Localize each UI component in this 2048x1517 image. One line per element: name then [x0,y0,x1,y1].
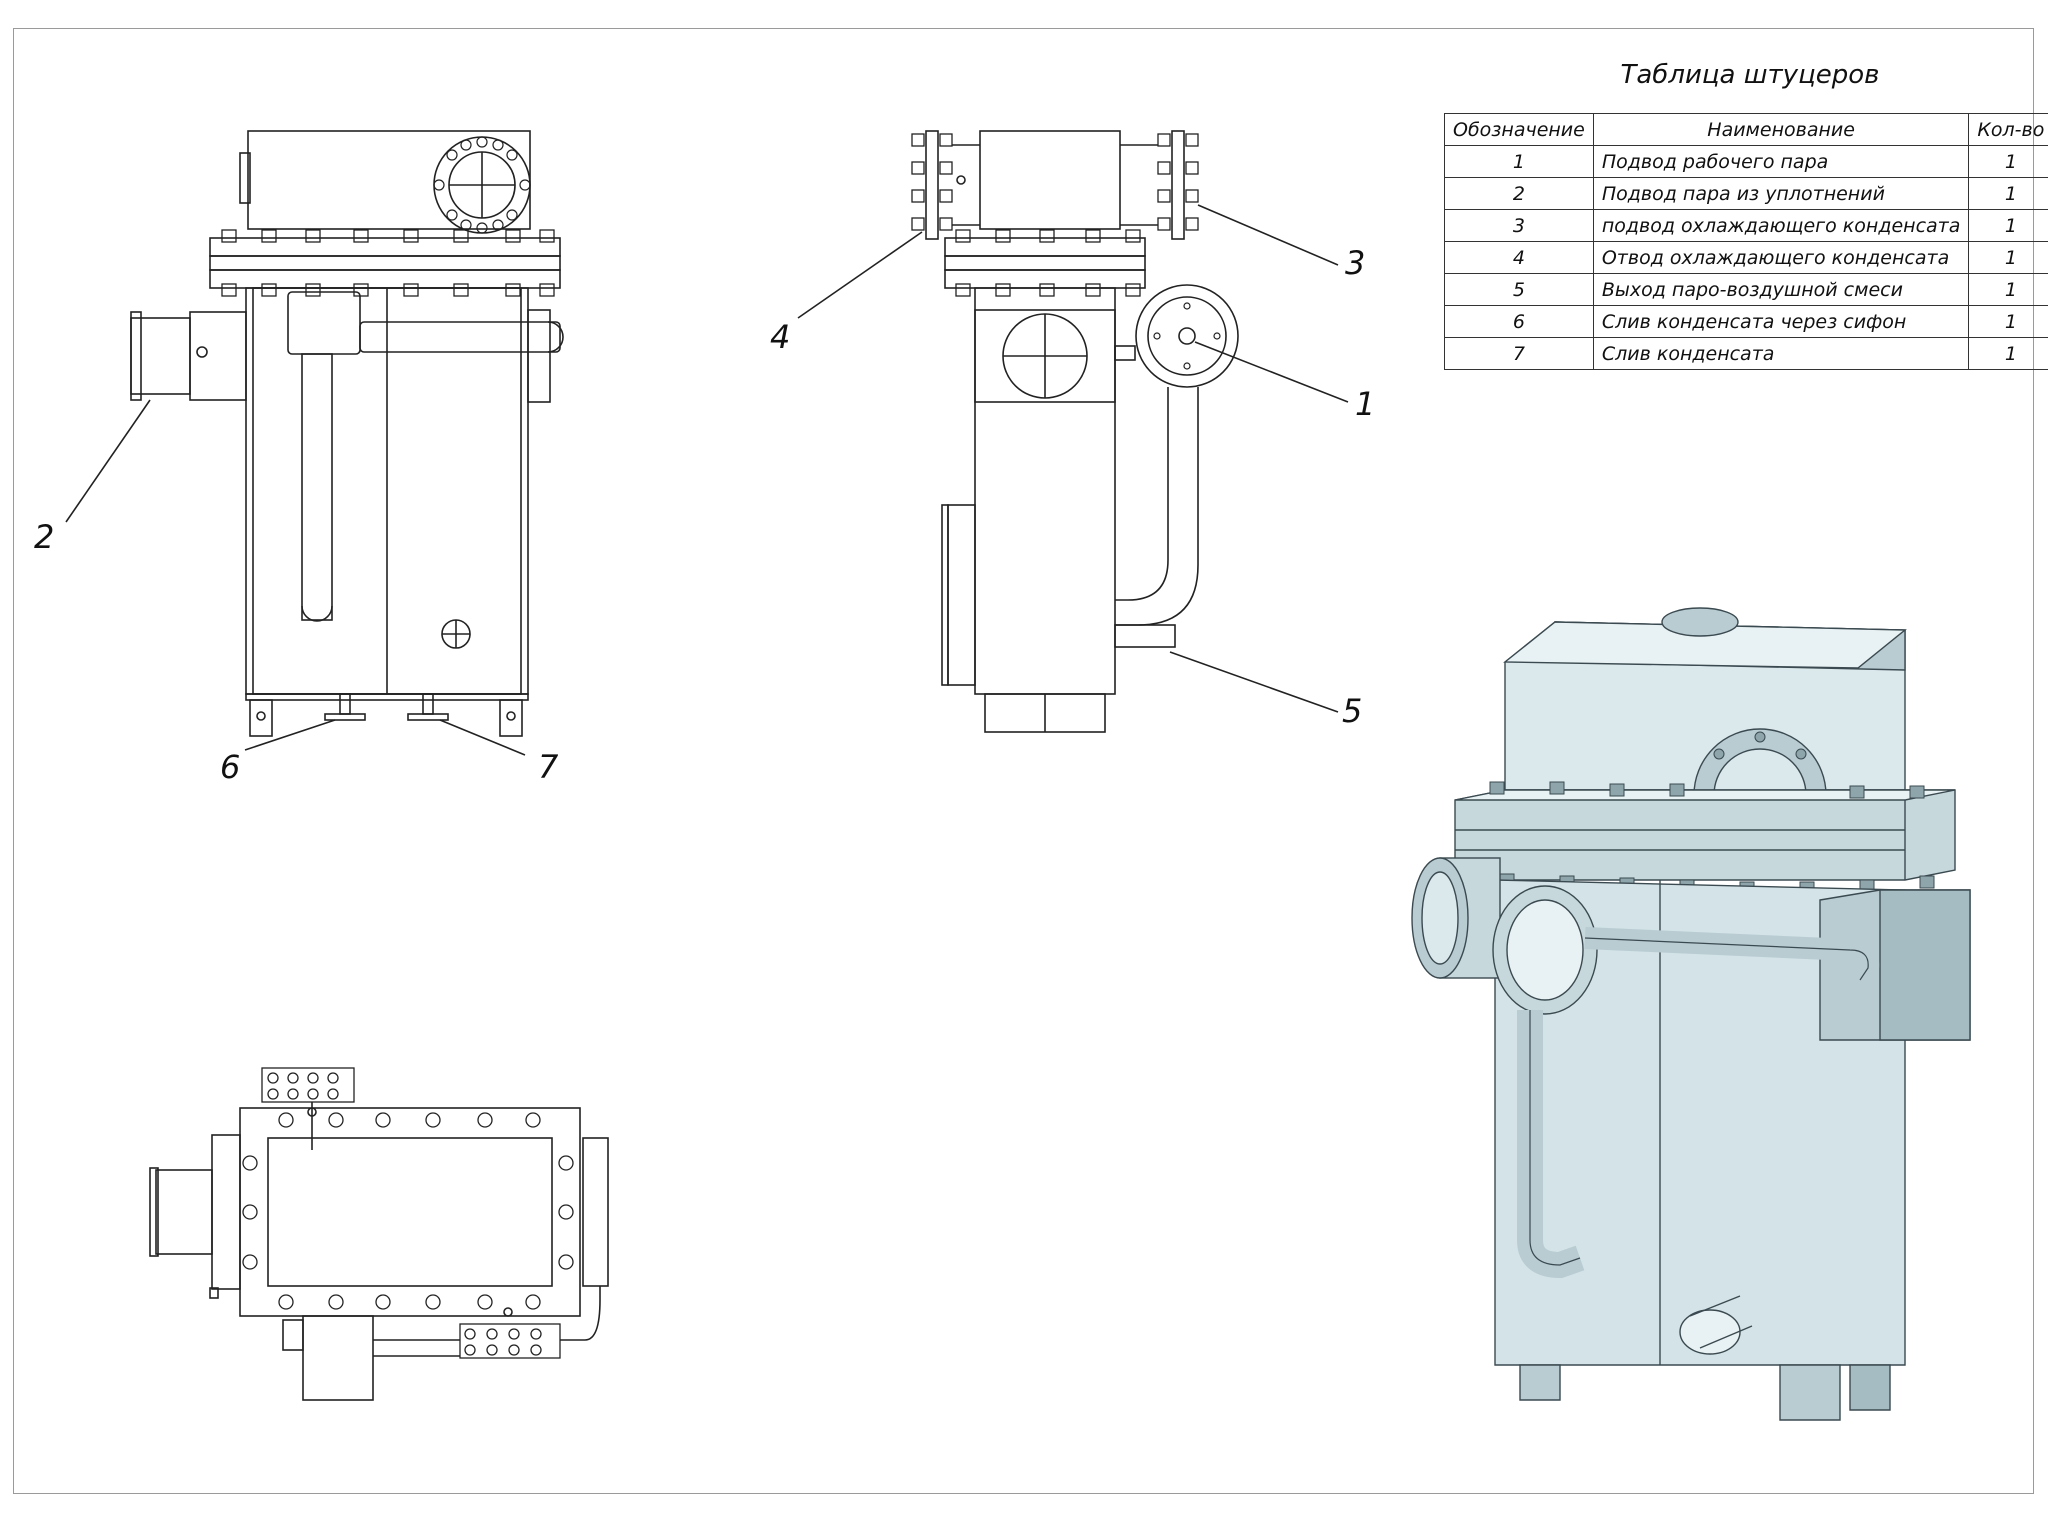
front-view [65,130,564,756]
isometric-view [1411,607,1971,1421]
row-name: Подвод пара из уплотнений [1592,177,1970,210]
side-view [797,130,1349,733]
nozzle-table-title: Таблица штуцеров [1620,60,1880,90]
callout-1: 1 [1355,385,1375,423]
row-designation: 4 [1444,241,1594,274]
row-quantity: 1 [1968,209,2048,242]
callout-5: 5 [1342,692,1362,730]
row-quantity: 1 [1968,273,2048,306]
table-row: 5 Выход паро-воздушной смеси 1 [1444,273,2048,306]
table-row: 7 Слив конденсата 1 [1444,337,2048,370]
table-row: 2 Подвод пара из уплотнений 1 [1444,177,2048,210]
row-quantity: 1 [1968,337,2048,370]
callout-7: 7 [538,748,559,786]
table-row: 6 Слив конденсата через сифон 1 [1444,305,2048,338]
row-quantity: 1 [1968,145,2048,178]
row-name: Слив конденсата [1592,337,1970,370]
callouts: 2 6 7 4 3 1 5 [34,244,1375,786]
row-designation: 2 [1444,177,1594,210]
drawing-frame [13,28,2034,1494]
callout-6: 6 [220,748,240,786]
table-row: 3 подвод охлаждающего конденсата 1 [1444,209,2048,242]
top-view [149,1067,609,1401]
row-name: Слив конденсата через сифон [1592,305,1970,338]
row-designation: 6 [1444,305,1594,338]
row-designation: 3 [1444,209,1594,242]
nozzle-table: Обозначение Наименование Кол-во 1 Подвод… [1444,113,2048,370]
row-name: Выход паро-воздушной смеси [1592,273,1970,306]
row-name: Отвод охлаждающего конденсата [1592,241,1970,274]
callout-4: 4 [770,318,790,356]
row-quantity: 1 [1968,305,2048,338]
callout-2: 2 [34,518,54,556]
table-row: 4 Отвод охлаждающего конденсата 1 [1444,241,2048,274]
row-designation: 7 [1444,337,1594,370]
header-quantity: Кол-во [1968,113,2048,146]
callout-3: 3 [1345,244,1365,282]
